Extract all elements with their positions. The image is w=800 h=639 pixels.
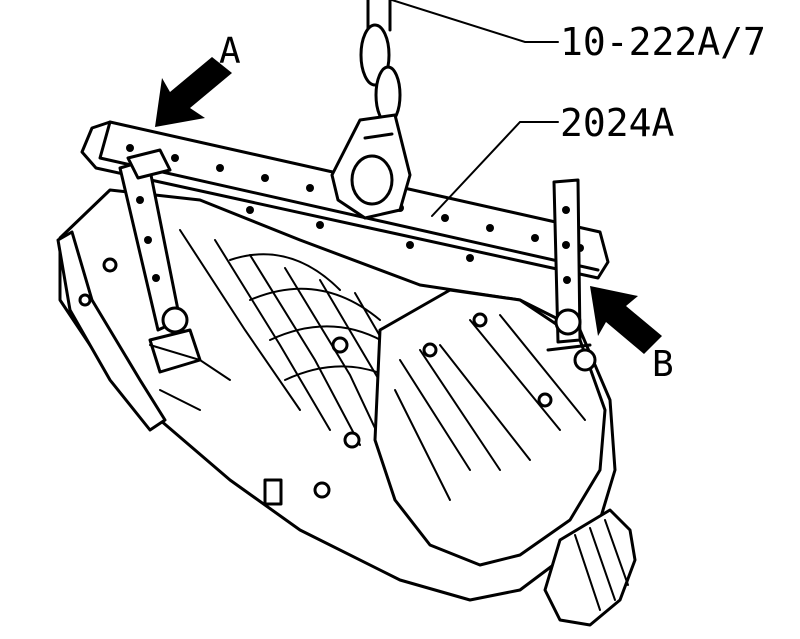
transmission-housing — [56, 188, 637, 627]
arrow-b — [590, 286, 662, 354]
arrow-a — [155, 57, 232, 127]
lifting-hook-chain — [330, 0, 412, 220]
right-support-strap — [546, 178, 597, 372]
label-arrow-b: B — [652, 344, 674, 385]
callout-tool-hook: 10-222A/7 — [560, 20, 766, 64]
left-support-strap — [118, 148, 202, 374]
leader-lines — [391, 0, 559, 217]
callout-tool-bar: 2024A — [560, 101, 675, 145]
label-arrow-a: A — [219, 31, 241, 72]
